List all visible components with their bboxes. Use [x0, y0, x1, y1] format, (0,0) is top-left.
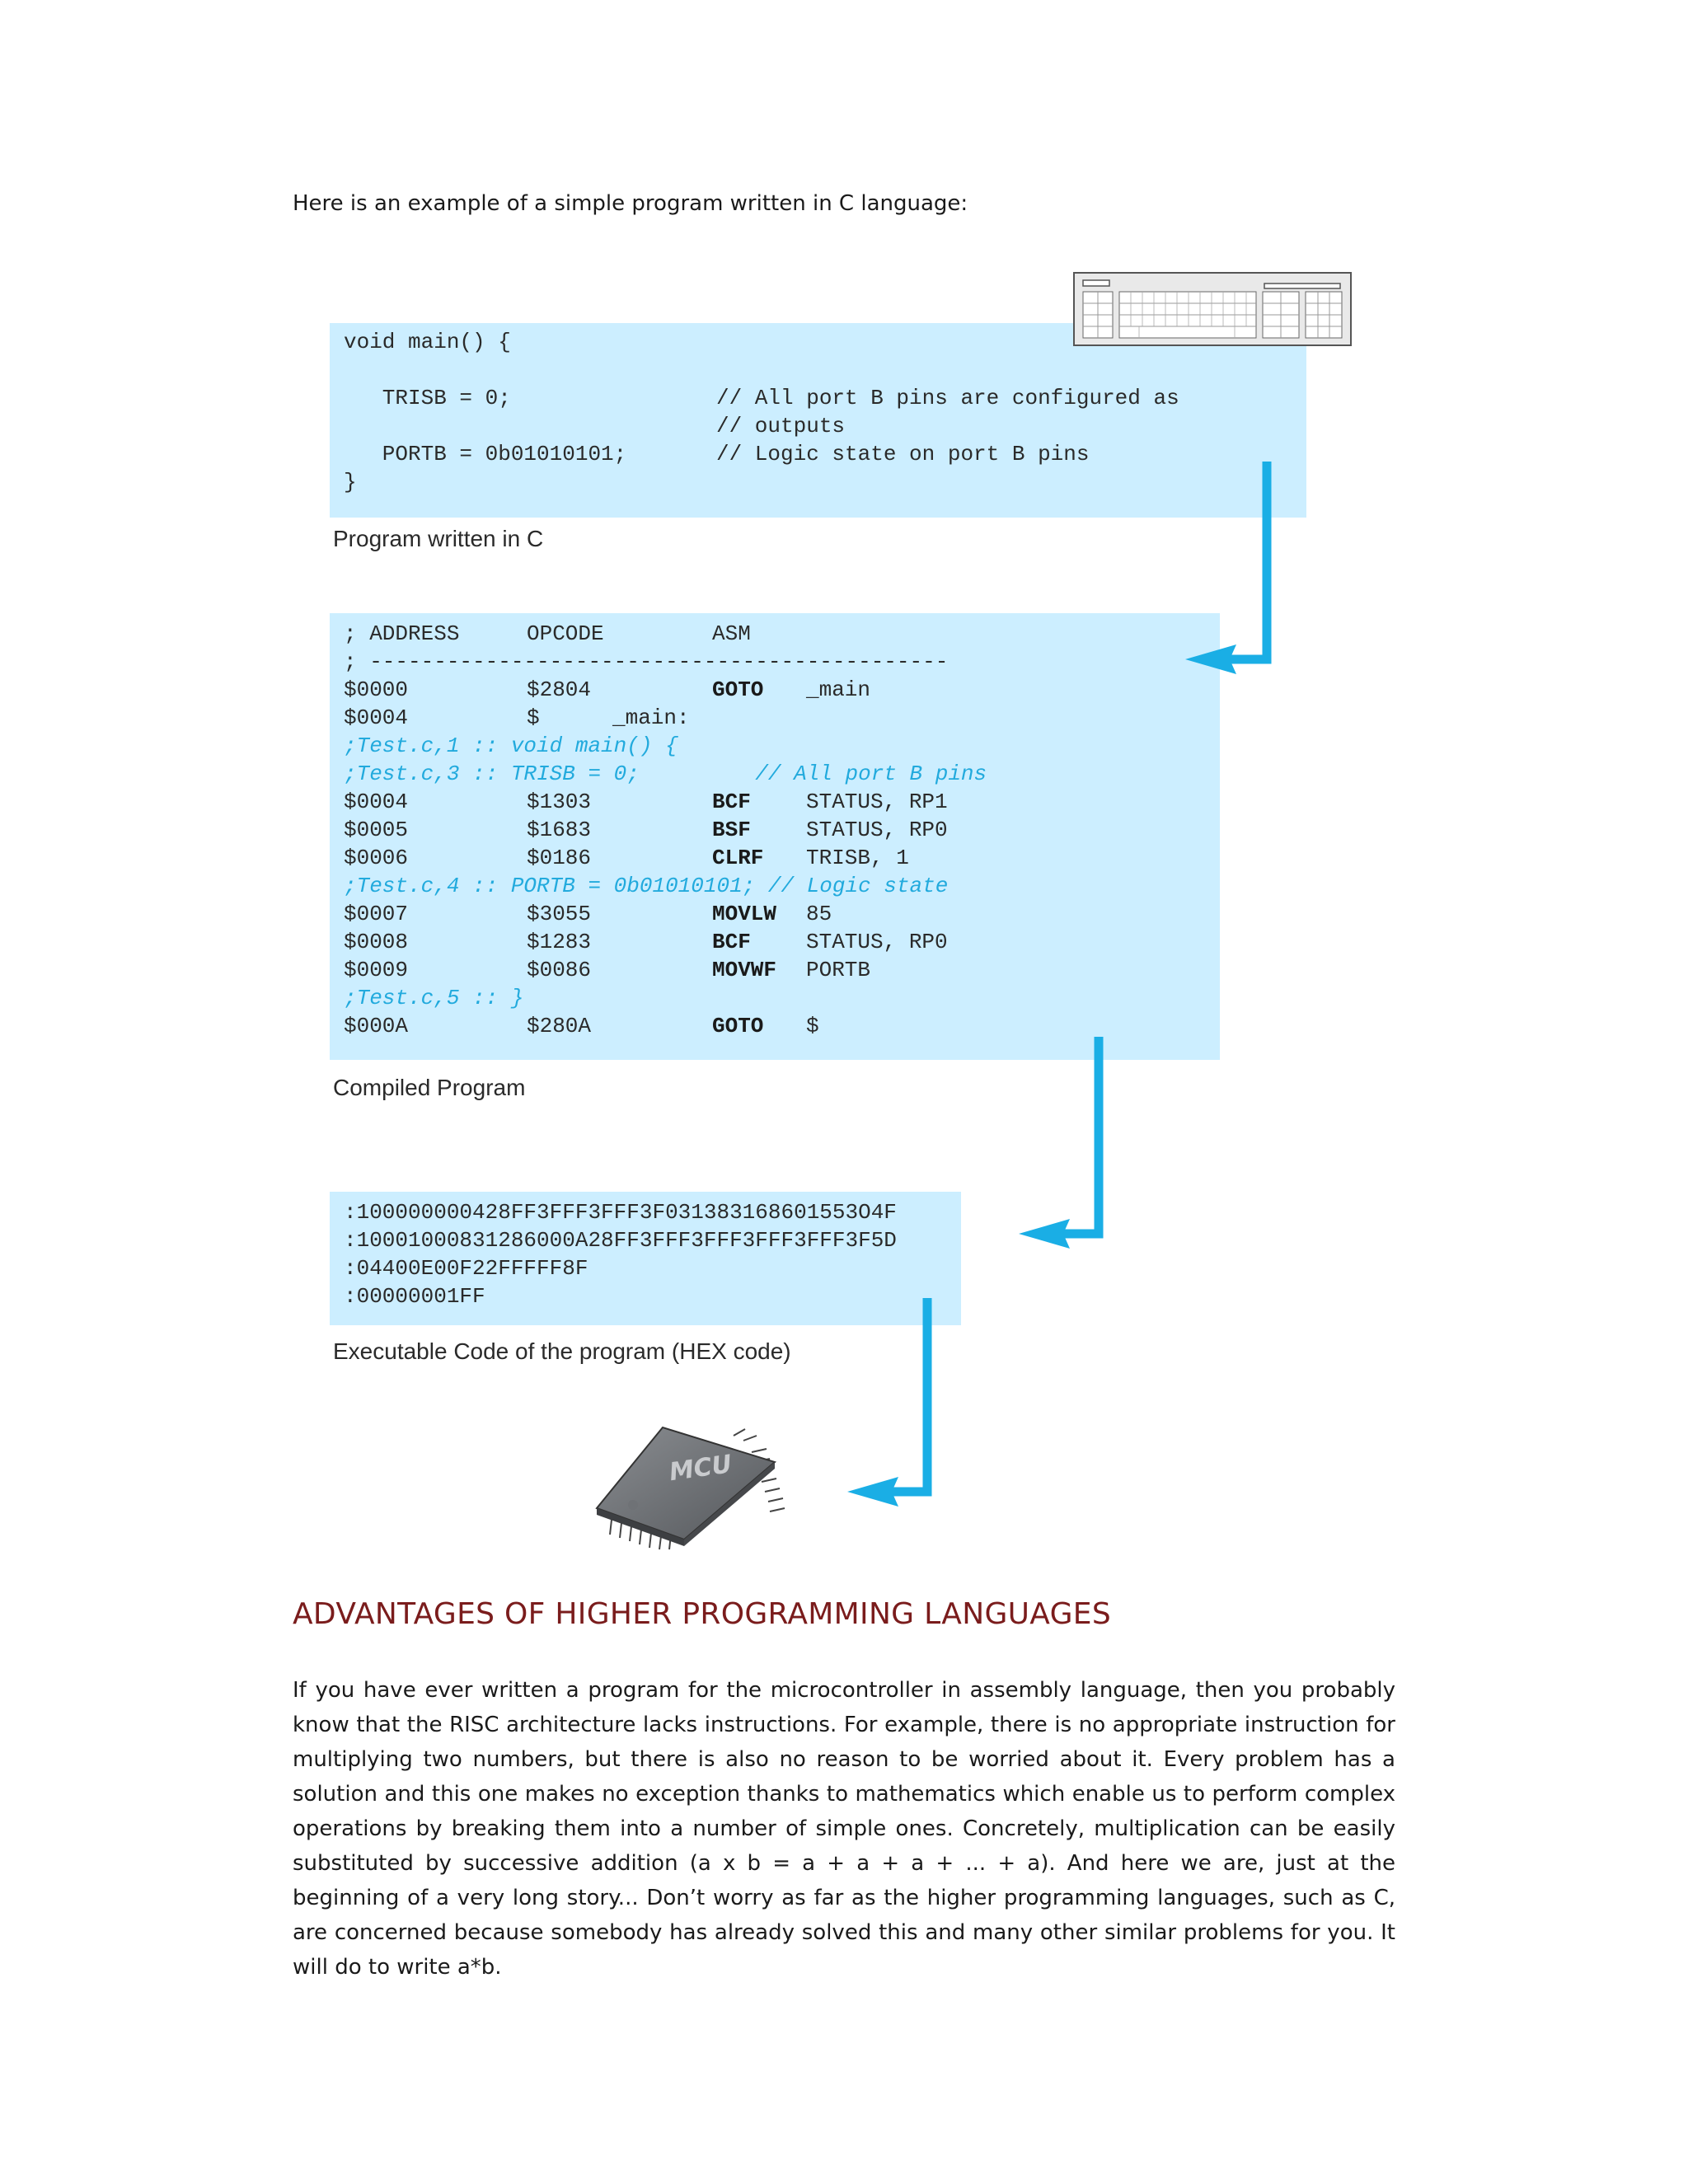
c-code-text: }: [344, 468, 357, 496]
compiled-address: $0006: [344, 844, 408, 872]
arrow-compiled-to-hex: [1061, 1037, 1099, 1234]
c-program-caption: Program written in C: [333, 526, 543, 552]
c-code-line: }: [344, 468, 1300, 496]
hex-code-caption: Executable Code of the program (HEX code…: [333, 1338, 791, 1365]
hex-line: :00000001FF: [344, 1282, 954, 1310]
compiled-mnemonic: GOTO: [712, 1012, 763, 1040]
compiled-mnemonic: BSF: [712, 816, 751, 844]
compiled-code-row: $000A $280A GOTO $: [344, 1012, 1209, 1040]
compiled-code-row: $0006 $0186 CLRF TRISB, 1: [344, 844, 1209, 872]
hex-line: :10001000831286000A28FF3FFF3FFF3FFF3FFF3…: [344, 1226, 954, 1254]
hex-line: :04400E00F22FFFFF8F: [344, 1254, 954, 1282]
compiled-mnemonic: MOVWF: [712, 956, 776, 984]
hex-line: :100000000428FF3FFF3FFF3F031383168601553…: [344, 1198, 954, 1226]
compiled-opcode: $1683: [527, 816, 591, 844]
arrow-hex-to-mcu: [890, 1298, 927, 1492]
header-address: ; ADDRESS: [344, 620, 459, 648]
compiled-code-row: $0004 $ _main:: [344, 704, 1209, 732]
compiled-code-row: $0009 $0086 MOVWF PORTB: [344, 956, 1209, 984]
c-code-text: PORTB = 0b01010101;: [344, 440, 626, 468]
compiled-operand: TRISB, 1: [806, 844, 909, 872]
compiled-code-row: $0005 $1683 BSF STATUS, RP0: [344, 816, 1209, 844]
compiled-address: $0007: [344, 900, 408, 928]
compiled-program-caption: Compiled Program: [333, 1075, 525, 1101]
c-code-line: [344, 356, 1300, 384]
compiled-code-row: $0007 $3055 MOVLW 85: [344, 900, 1209, 928]
compiled-code-row: $0000 $2804 GOTO _main: [344, 676, 1209, 704]
compiled-operand: $: [806, 1012, 819, 1040]
compiled-mnemonic: MOVLW: [712, 900, 776, 928]
c-code-comment: // Logic state on port B pins: [716, 440, 1089, 468]
compiled-operand: STATUS, RP0: [806, 928, 948, 956]
c-code-comment: // outputs: [716, 412, 845, 440]
compiled-operand: _main: [806, 676, 870, 704]
c-code-line: TRISB = 0; // All port B pins are configu…: [344, 384, 1300, 412]
compiled-address: $0008: [344, 928, 408, 956]
compiled-address: $0000: [344, 676, 408, 704]
compiled-operand: PORTB: [806, 956, 870, 984]
mcu-chip-icon: MCU: [587, 1419, 793, 1551]
c-program-box: void main() { TRISB = 0; // All port B pi…: [330, 323, 1306, 518]
c-code-line: // outputs: [344, 412, 1300, 440]
compiled-address: $0005: [344, 816, 408, 844]
compiled-operand: 85: [806, 900, 832, 928]
compiled-mnemonic: BCF: [712, 788, 751, 816]
compiled-header-row: ; ADDRESS OPCODE ASM: [344, 620, 1209, 648]
compiled-address: $000A: [344, 1012, 408, 1040]
compiled-address: $0004: [344, 704, 408, 732]
compiled-code-row: $0004 $1303 BCF STATUS, RP1: [344, 788, 1209, 816]
compiled-mnemonic: CLRF: [712, 844, 763, 872]
compiled-opcode: $2804: [527, 676, 591, 704]
hex-code-box: :100000000428FF3FFF3FFF3F031383168601553…: [330, 1192, 961, 1325]
section-heading: ADVANTAGES OF HIGHER PROGRAMMING LANGUAG…: [293, 1597, 1111, 1631]
compiled-mnemonic: GOTO: [712, 676, 763, 704]
compiled-code-row: $0008 $1283 BCF STATUS, RP0: [344, 928, 1209, 956]
c-code-text: void main() {: [344, 328, 511, 356]
compiled-comment-row: ;Test.c,5 :: }: [344, 984, 1209, 1012]
compiled-comment-row: ;Test.c,3 :: TRISB = 0; // All port B pi…: [344, 760, 1209, 788]
compiled-mnemonic: BCF: [712, 928, 751, 956]
compiled-opcode: $0186: [527, 844, 591, 872]
c-code-comment: // All port B pins are configured as: [716, 384, 1179, 412]
arrow-head-3: [847, 1477, 898, 1507]
compiled-opcode: $: [527, 704, 540, 732]
intro-text: Here is an example of a simple program w…: [293, 191, 968, 216]
compiled-opcode: $1303: [527, 788, 591, 816]
body-paragraph: If you have ever written a program for t…: [293, 1673, 1395, 1985]
compiled-operand: _main:: [612, 704, 690, 732]
compiled-operand: STATUS, RP1: [806, 788, 948, 816]
c-code-line: PORTB = 0b01010101; // Logic state on por…: [344, 440, 1300, 468]
compiled-separator: ; --------------------------------------…: [344, 648, 1209, 676]
compiled-address: $0009: [344, 956, 408, 984]
compiled-opcode: $280A: [527, 1012, 591, 1040]
header-opcode: OPCODE: [527, 620, 604, 648]
header-asm: ASM: [712, 620, 751, 648]
arrow-head-2: [1019, 1219, 1070, 1249]
compiled-opcode: $0086: [527, 956, 591, 984]
compiled-address: $0004: [344, 788, 408, 816]
compiled-operand: STATUS, RP0: [806, 816, 948, 844]
compiled-comment-row: ;Test.c,4 :: PORTB = 0b01010101; // Logi…: [344, 872, 1209, 900]
compiled-opcode: $3055: [527, 900, 591, 928]
compiled-opcode: $1283: [527, 928, 591, 956]
c-code-text: TRISB = 0;: [344, 384, 511, 412]
compiled-comment-row: ;Test.c,1 :: void main() {: [344, 732, 1209, 760]
compiled-program-box: ; ADDRESS OPCODE ASM ; -----------------…: [330, 613, 1220, 1060]
keyboard-icon: [1073, 272, 1352, 346]
